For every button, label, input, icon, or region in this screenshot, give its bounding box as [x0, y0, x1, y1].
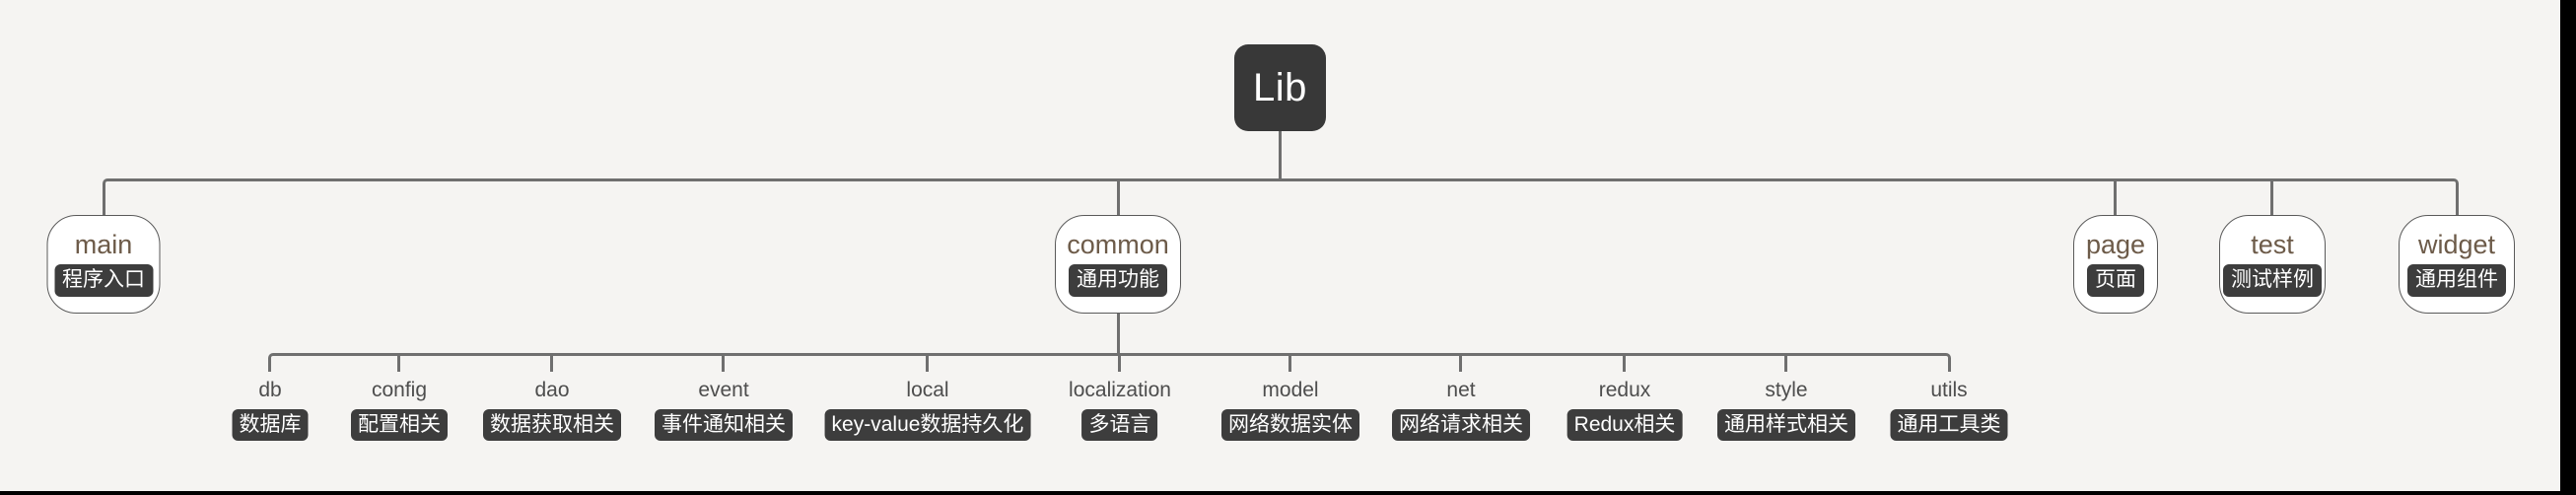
node-utils-label: utils — [1930, 379, 1968, 401]
node-model-label: model — [1262, 379, 1319, 401]
connector-root-stub — [1279, 131, 1282, 178]
node-redux-label: redux — [1598, 379, 1651, 401]
connector-tick-style — [1784, 356, 1787, 372]
node-net[interactable]: net 网络请求相关 — [1392, 379, 1530, 442]
node-db[interactable]: db 数据库 — [232, 379, 309, 442]
node-net-badge: 网络请求相关 — [1392, 409, 1530, 442]
node-utils-badge: 通用工具类 — [1890, 409, 2008, 442]
node-config-label: config — [371, 379, 428, 401]
connector-tick-redux — [1623, 356, 1626, 372]
node-model[interactable]: model 网络数据实体 — [1221, 379, 1359, 442]
node-dao-label: dao — [534, 379, 570, 401]
connector-common-stub — [1117, 314, 1120, 353]
node-style[interactable]: style 通用样式相关 — [1717, 379, 1855, 442]
node-event-label: event — [698, 379, 749, 401]
node-event-badge: 事件通知相关 — [655, 409, 793, 442]
node-test-label: test — [2251, 230, 2294, 260]
node-style-label: style — [1765, 379, 1808, 401]
connector-drop-common — [1117, 181, 1120, 215]
connector-level1-bracket — [103, 178, 2459, 215]
connector-drop-test — [2270, 181, 2273, 215]
connector-tick-dao — [550, 356, 553, 372]
node-dao-badge: 数据获取相关 — [483, 409, 621, 442]
node-page[interactable]: page 页面 — [2073, 215, 2158, 314]
connector-tick-event — [722, 356, 725, 372]
node-db-badge: 数据库 — [232, 409, 309, 442]
connector-tick-local — [926, 356, 929, 372]
connector-level2-bracket — [268, 353, 1951, 372]
node-redux[interactable]: redux Redux相关 — [1566, 379, 1683, 442]
connector-drop-page — [2114, 181, 2117, 215]
node-widget-label: widget — [2417, 230, 2496, 260]
node-widget[interactable]: widget 通用组件 — [2399, 215, 2515, 314]
node-localization[interactable]: localization 多语言 — [1069, 379, 1171, 442]
node-test-badge: 测试样例 — [2223, 264, 2322, 297]
node-net-label: net — [1446, 379, 1476, 401]
node-common[interactable]: common 通用功能 — [1055, 215, 1181, 314]
node-local-label: local — [906, 379, 949, 401]
root-node-lib[interactable]: Lib — [1234, 44, 1326, 131]
node-common-label: common — [1067, 230, 1169, 260]
root-node-label: Lib — [1253, 65, 1307, 109]
connector-tick-localization — [1118, 356, 1121, 372]
node-event[interactable]: event 事件通知相关 — [655, 379, 793, 442]
node-redux-badge: Redux相关 — [1566, 409, 1683, 442]
node-main-label: main — [74, 230, 133, 260]
node-localization-badge: 多语言 — [1081, 409, 1158, 442]
node-utils[interactable]: utils 通用工具类 — [1890, 379, 2008, 442]
node-dao[interactable]: dao 数据获取相关 — [483, 379, 621, 442]
node-main[interactable]: main 程序入口 — [46, 215, 161, 314]
node-main-badge: 程序入口 — [54, 264, 153, 297]
node-test[interactable]: test 测试样例 — [2219, 215, 2326, 314]
node-db-label: db — [258, 379, 282, 401]
node-model-badge: 网络数据实体 — [1221, 409, 1359, 442]
node-local-badge: key-value数据持久化 — [824, 409, 1031, 442]
node-local[interactable]: local key-value数据持久化 — [824, 379, 1031, 442]
node-common-badge: 通用功能 — [1069, 264, 1167, 297]
node-style-badge: 通用样式相关 — [1717, 409, 1855, 442]
node-page-badge: 页面 — [2087, 264, 2144, 297]
node-config-badge: 配置相关 — [351, 409, 448, 442]
connector-tick-config — [397, 356, 400, 372]
connector-tick-model — [1288, 356, 1291, 372]
connector-tick-net — [1459, 356, 1462, 372]
node-widget-badge: 通用组件 — [2407, 264, 2506, 297]
node-page-label: page — [2085, 230, 2146, 260]
node-config[interactable]: config 配置相关 — [351, 379, 448, 442]
node-localization-label: localization — [1069, 379, 1171, 401]
